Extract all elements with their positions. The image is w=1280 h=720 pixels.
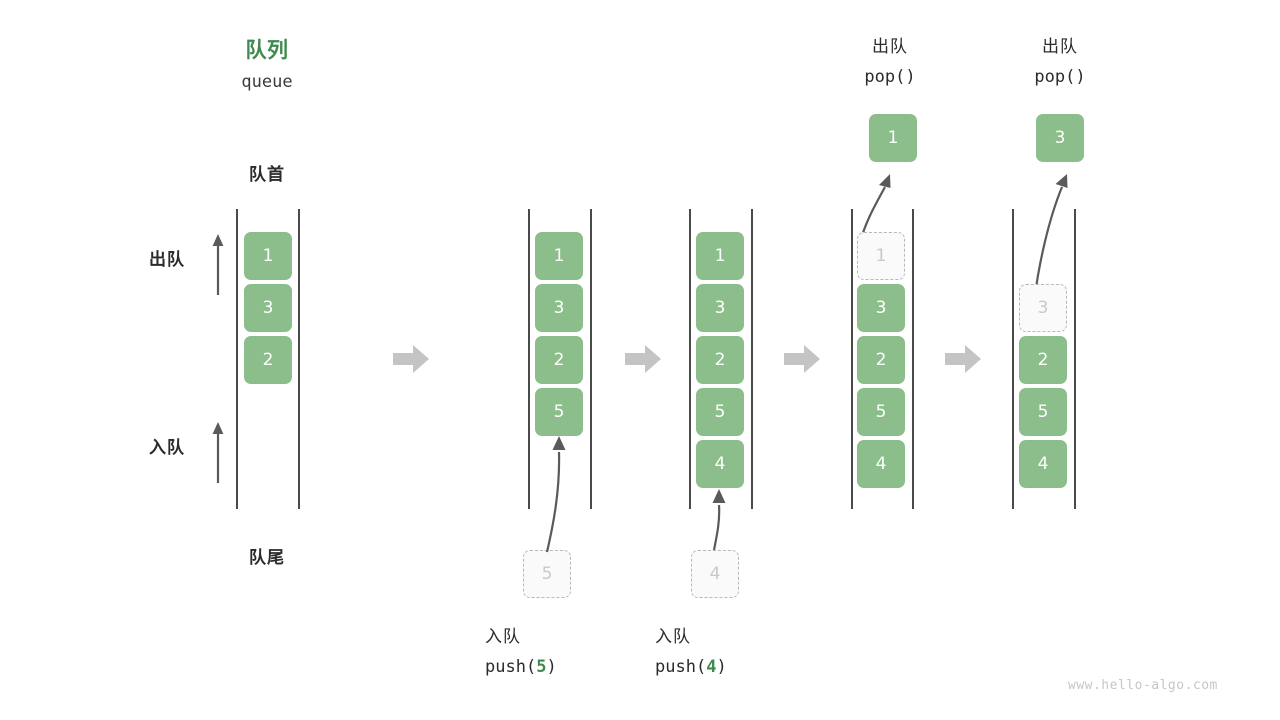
queue-rail-left-4 (851, 209, 853, 509)
push-caption-code: push(5) (485, 657, 665, 677)
popped-cell: 1 (869, 114, 917, 162)
queue-cell: 3 (244, 284, 292, 332)
queue-cell-ghost: 1 (857, 232, 905, 280)
queue-rail-right-4 (912, 209, 914, 509)
queue-cell: 1 (535, 232, 583, 280)
queue-rail-left-3 (689, 209, 691, 509)
enqueue-direction-label: 入队 (149, 438, 185, 458)
push-code-suffix: ) (546, 657, 557, 677)
dequeue-direction-label: 出队 (149, 250, 185, 270)
pop-code-prefix: pop( (864, 67, 906, 87)
push-caption-code: push(4) (655, 657, 835, 677)
pop-code-prefix: pop( (1034, 67, 1076, 87)
push-code-prefix: push( (655, 657, 707, 677)
push-arrow-icon (520, 430, 590, 559)
queue-rail-right-3 (751, 209, 753, 509)
watermark: www.hello-algo.com (1068, 678, 1218, 693)
push-code-arg: 5 (536, 657, 547, 677)
enqueue-direction-arrow-icon (211, 421, 225, 487)
queue-cell: 3 (857, 284, 905, 332)
queue-head-label: 队首 (249, 165, 285, 185)
flow-arrow-icon (945, 344, 981, 378)
queue-cell: 3 (535, 284, 583, 332)
queue-cell: 1 (696, 232, 744, 280)
queue-title-en: queue (241, 72, 293, 92)
queue-rail-left-5 (1012, 209, 1014, 509)
queue-rail-right-5 (1074, 209, 1076, 509)
push-code-suffix: ) (716, 657, 727, 677)
queue-cell: 2 (1019, 336, 1067, 384)
flow-arrow-icon (784, 344, 820, 378)
queue-cell: 5 (1019, 388, 1067, 436)
pop-caption-code: pop() (832, 67, 948, 87)
queue-cell: 2 (857, 336, 905, 384)
push-code-arg: 4 (706, 657, 717, 677)
push-caption-cn: 入队 (655, 627, 691, 647)
pop-caption-cn: 出队 (1042, 37, 1078, 57)
queue-rail-left-2 (528, 209, 530, 509)
queue-cell: 2 (696, 336, 744, 384)
queue-tail-label: 队尾 (249, 548, 285, 568)
queue-cell: 4 (696, 440, 744, 488)
flow-arrow-icon (393, 344, 429, 378)
queue-rail-right-1 (298, 209, 300, 509)
queue-cell: 2 (244, 336, 292, 384)
push-arrow-icon (692, 483, 752, 557)
pop-caption-cn: 出队 (872, 37, 908, 57)
queue-title-cn: 队列 (245, 38, 289, 62)
queue-cell: 5 (535, 388, 583, 436)
queue-cell: 1 (244, 232, 292, 280)
queue-rail-right-2 (590, 209, 592, 509)
pop-code-suffix: ) (905, 67, 916, 87)
pop-arrow-icon (1008, 165, 1088, 301)
incoming-ghost-cell: 4 (691, 550, 739, 598)
queue-cell: 4 (857, 440, 905, 488)
queue-rail-left-1 (236, 209, 238, 509)
push-code-prefix: push( (485, 657, 537, 677)
dequeue-direction-arrow-icon (211, 233, 225, 299)
push-caption-cn: 入队 (485, 627, 521, 647)
pop-code-suffix: ) (1075, 67, 1086, 87)
queue-cell: 4 (1019, 440, 1067, 488)
queue-cell-ghost: 3 (1019, 284, 1067, 332)
flow-arrow-icon (625, 344, 661, 378)
queue-cell: 5 (857, 388, 905, 436)
queue-cell: 3 (696, 284, 744, 332)
queue-cell: 5 (696, 388, 744, 436)
queue-cell: 2 (535, 336, 583, 384)
popped-cell: 3 (1036, 114, 1084, 162)
pop-caption-code: pop() (1002, 67, 1118, 87)
